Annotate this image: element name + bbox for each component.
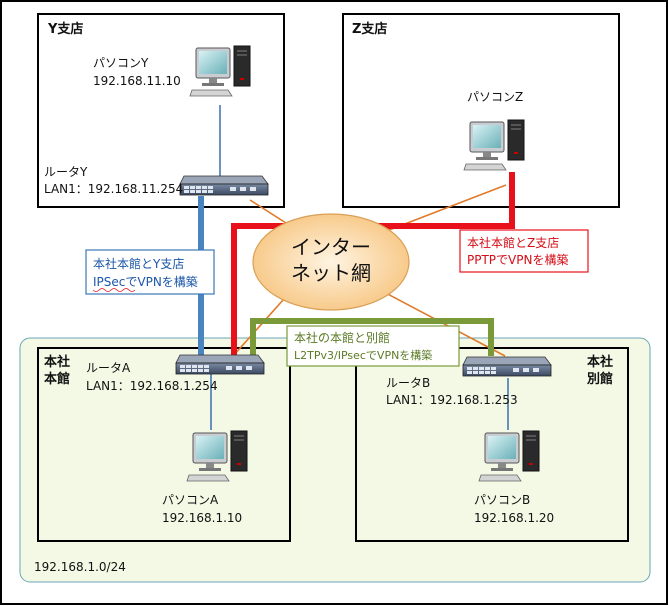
vpn-annex-label-box	[286, 325, 460, 367]
z-branch-box	[342, 13, 620, 208]
hq-main-title-line2: 本館	[44, 371, 70, 387]
pc-z-name: パソコンZ	[467, 90, 523, 104]
router-b-icon	[462, 356, 552, 377]
vpn-y-label-box	[85, 249, 215, 295]
hq-subnet-label: 192.168.1.0/24	[34, 560, 126, 574]
internet-label-line1: インター	[291, 235, 371, 259]
vpn-annex-label-line1: 本社の本館と別館	[294, 330, 390, 345]
pc-b-ip: 192.168.1.20	[474, 511, 554, 525]
vpn-z-label-line1: 本社本館とZ支店	[467, 235, 559, 250]
internet-label-line2: ネット網	[291, 261, 371, 285]
pc-y-ip: 192.168.11.10	[93, 74, 181, 88]
hq-main-title-line1: 本社	[44, 354, 70, 370]
internet-cloud	[252, 213, 410, 311]
vpn-z-label-box	[459, 229, 589, 273]
router-b-lan: LAN1：192.168.1.253	[386, 393, 518, 407]
pc-a-ip: 192.168.1.10	[162, 511, 242, 525]
router-y-lan: LAN1：192.168.11.254	[44, 182, 183, 196]
spellcheck-underline	[92, 288, 136, 292]
router-y-name: ルータY	[44, 165, 88, 179]
router-a-name: ルータA	[86, 361, 131, 375]
z-branch-title: Z支店	[352, 21, 387, 37]
pc-a-name: パソコンA	[162, 493, 219, 507]
y-branch-title: Y支店	[47, 21, 83, 37]
vpn-y-label-line1: 本社本館とY支店	[93, 256, 184, 271]
hq-annex-title-line1: 本社	[587, 354, 613, 370]
vpn-annex-l2tpv3-tunnel	[250, 318, 494, 356]
router-y-icon	[179, 175, 269, 196]
pc-b-name: パソコンB	[474, 493, 530, 507]
vpn-annex-label-line2: L2TPv3/IPsecでVPNを構築	[294, 348, 432, 362]
pc-y-name: パソコンY	[93, 56, 149, 70]
hq-main-box	[37, 347, 291, 542]
router-a-icon	[175, 354, 265, 375]
vpn-z-label-line2: PPTPでVPNを構築	[467, 252, 568, 267]
router-b-name: ルータB	[386, 376, 430, 390]
router-a-lan: LAN1：192.168.1.254	[86, 379, 218, 393]
vpn-y-label-line2: IPSecでVPNを構築	[93, 274, 198, 289]
hq-annex-title-line2: 別館	[586, 371, 613, 387]
